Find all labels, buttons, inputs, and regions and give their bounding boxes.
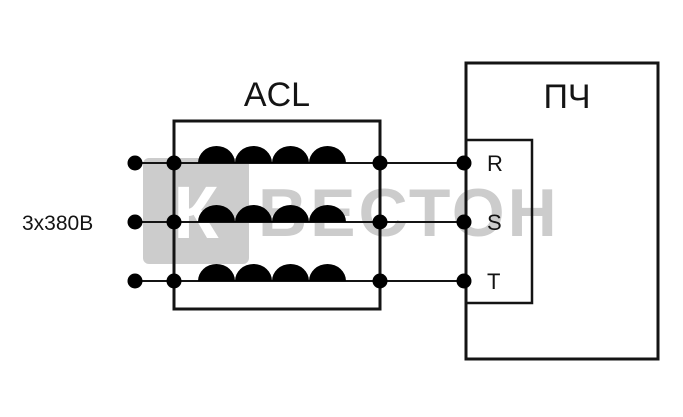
watermark-brand-text: ВЕСТОН [258, 175, 560, 251]
terminal-label-s: S [487, 210, 502, 235]
terminal-label-t: T [487, 269, 500, 294]
inductor-coil-r [193, 140, 351, 163]
terminal-label-r: R [487, 151, 503, 176]
watermark-logo-square [143, 158, 249, 264]
brand-watermark: К ВЕСТОН [143, 158, 560, 264]
terminal-icon [126, 154, 144, 172]
terminal-icon [165, 272, 183, 290]
terminal-icon [371, 272, 389, 290]
terminal-icon [126, 272, 144, 290]
phase-wires [128, 162, 464, 282]
terminal-icon [455, 154, 473, 172]
acl-label: ACL [244, 76, 310, 114]
frequency-converter-label: ПЧ [543, 78, 590, 116]
terminal-icon [371, 154, 389, 172]
terminal-icon [126, 213, 144, 231]
supply-voltage-label: 3x380В [22, 212, 93, 235]
terminal-icon [455, 272, 473, 290]
